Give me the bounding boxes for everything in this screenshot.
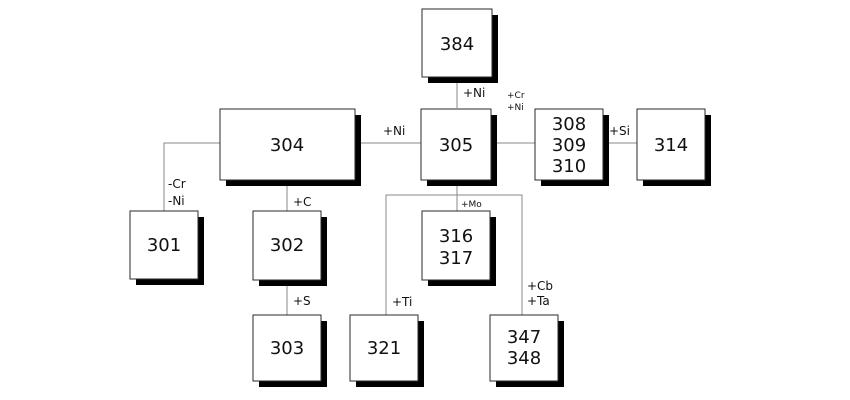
box-302: 302 xyxy=(252,210,327,286)
label-si-314: +Si xyxy=(609,124,630,138)
box-347-348: 347 348 xyxy=(489,314,564,387)
label-c-302: +C xyxy=(293,195,311,209)
box-308-309-310: 308 309 310 xyxy=(534,108,609,186)
box-314: 314 xyxy=(636,108,711,186)
box-302-line-1: 302 xyxy=(270,235,304,256)
box-321-line-1: 321 xyxy=(367,338,401,359)
box-308-line-3: 310 xyxy=(552,156,586,177)
box-316-line-1: 316 xyxy=(439,226,473,247)
label-ni-384: +Ni xyxy=(463,86,485,100)
label-ti-321: +Ti xyxy=(392,295,412,309)
connector-304-301 xyxy=(163,142,220,211)
box-303: 303 xyxy=(252,314,327,387)
connector-branch-347 xyxy=(457,194,523,315)
label-ni-308: +Ni xyxy=(507,103,524,113)
label-s-303: +S xyxy=(293,294,311,308)
box-384: 384 xyxy=(421,8,498,83)
box-304: 304 xyxy=(219,108,361,186)
box-304-line-1: 304 xyxy=(270,135,304,156)
box-308-line-2: 309 xyxy=(552,135,586,156)
box-384-line-1: 384 xyxy=(440,34,474,55)
label-ni-301: -Ni xyxy=(168,194,185,208)
box-301: 301 xyxy=(129,210,204,285)
box-314-line-1: 314 xyxy=(654,135,688,156)
box-347-line-2: 348 xyxy=(507,348,541,369)
label-ta-347: +Ta xyxy=(527,294,550,308)
box-316-317: 316 317 xyxy=(421,210,496,286)
box-301-line-1: 301 xyxy=(147,235,181,256)
box-347-line-1: 347 xyxy=(507,327,541,348)
box-303-line-1: 303 xyxy=(270,338,304,359)
label-mo-316: +Mo xyxy=(461,200,482,210)
box-305: 305 xyxy=(420,108,497,186)
box-305-line-1: 305 xyxy=(439,135,473,156)
box-321: 321 xyxy=(349,314,424,387)
label-cr-308: +Cr xyxy=(507,91,525,101)
edge-labels: +Ni +Cr +Ni +Ni +Si -Cr -Ni +C +Mo +S +T… xyxy=(168,86,630,309)
label-cr-301: -Cr xyxy=(168,177,186,191)
label-ni-304: +Ni xyxy=(383,124,405,138)
box-308-line-1: 308 xyxy=(552,114,586,135)
connector-branch-321 xyxy=(385,194,457,315)
label-cb-347: +Cb xyxy=(527,279,553,293)
box-316-line-2: 317 xyxy=(439,248,473,269)
